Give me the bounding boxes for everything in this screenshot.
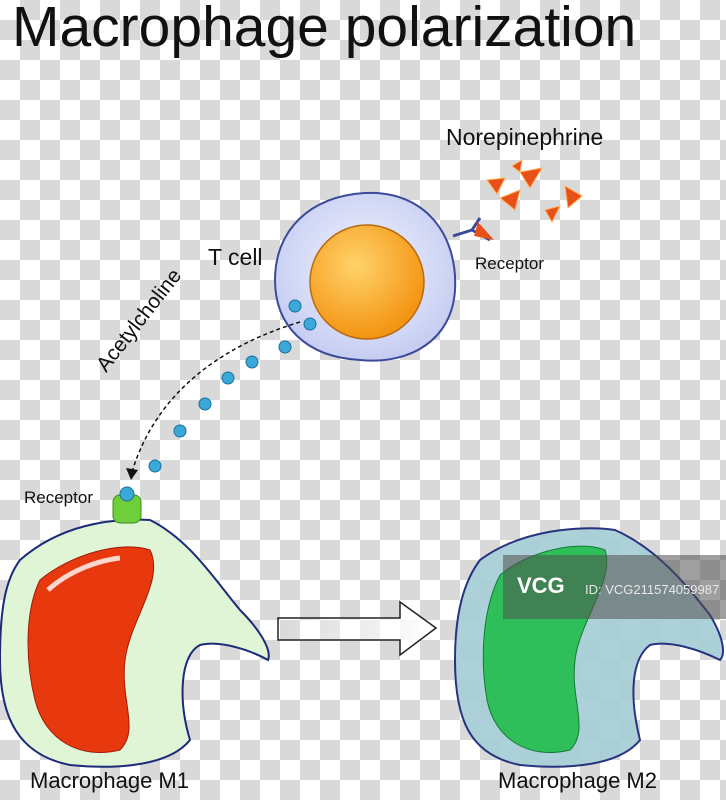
t-cell-nucleus [309, 224, 425, 340]
norepinephrine-molecules [486, 159, 583, 224]
watermark-logo: VCG [517, 573, 565, 598]
t-cell-label: T cell [208, 244, 263, 270]
page-title: Macrophage polarization [12, 0, 637, 59]
macrophage-m1-label: Macrophage M1 [30, 768, 189, 793]
macrophage-receptor-label: Receptor [24, 488, 93, 507]
t-cell [273, 191, 494, 362]
macrophage-m1 [0, 486, 270, 768]
watermark: VCG ID: VCG211574059987 [503, 555, 726, 619]
acetylcholine-arrow [131, 321, 301, 473]
macrophage-m2-label: Macrophage M2 [498, 768, 657, 793]
acetylcholine-molecules [148, 299, 317, 473]
watermark-id: ID: VCG211574059987 [585, 582, 720, 597]
polarization-arrow [277, 600, 438, 657]
t-cell-receptor-label: Receptor [475, 254, 544, 273]
norepinephrine-label: Norepinephrine [446, 124, 604, 150]
